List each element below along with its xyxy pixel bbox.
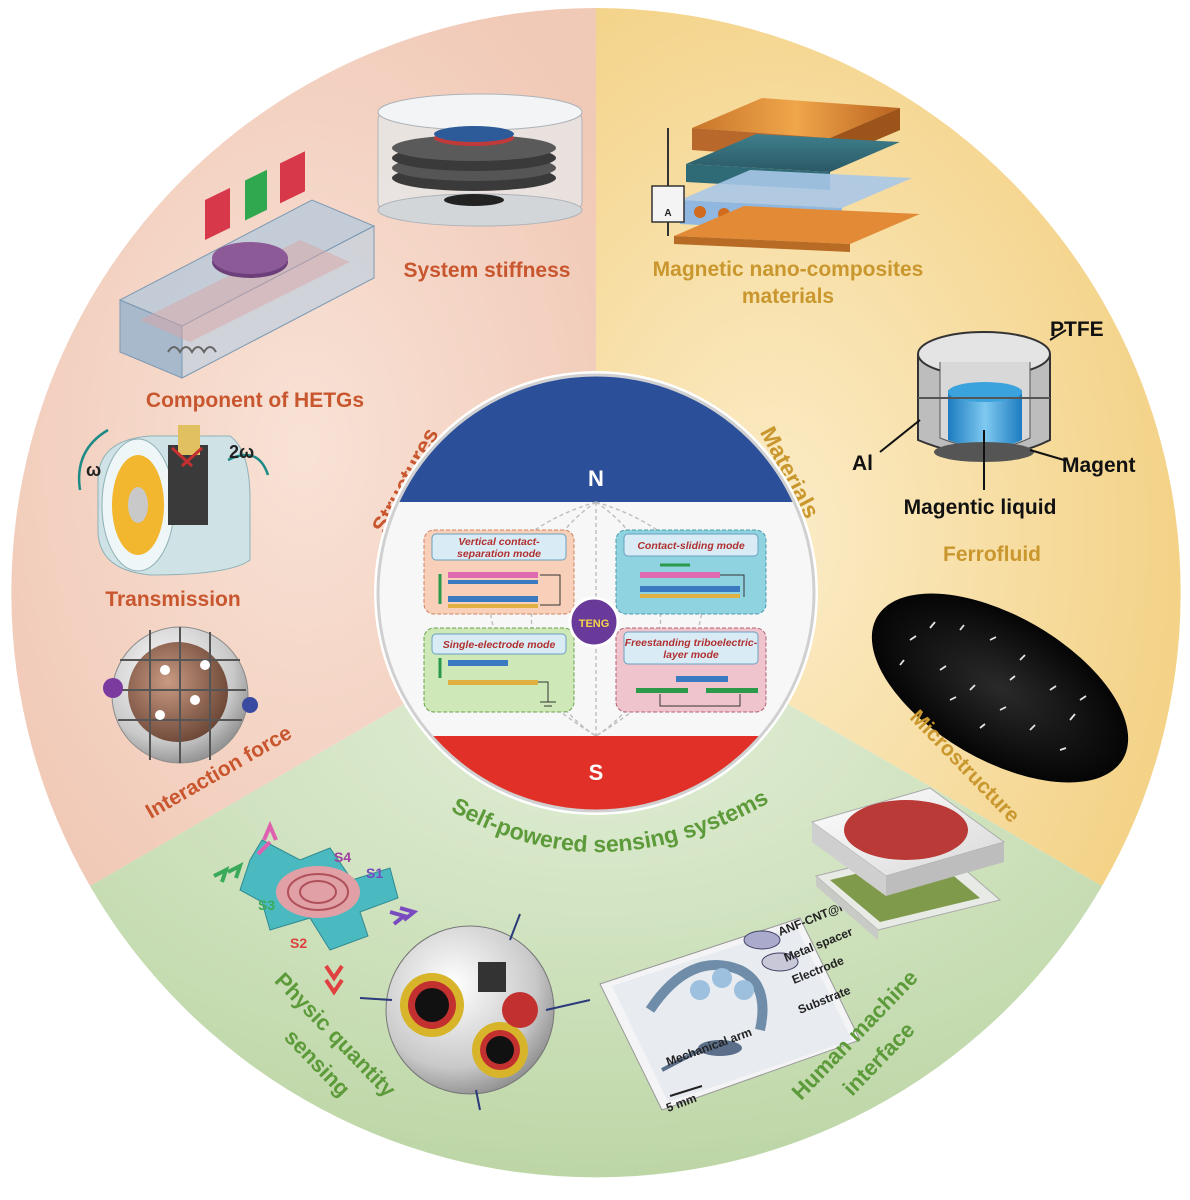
interaction-force-illustration [103, 626, 258, 764]
transmission-label: Transmission [105, 588, 240, 611]
ptfe-label: PTFE [1050, 318, 1104, 341]
transmission-illustration [97, 425, 251, 576]
two-omega-arrow [227, 453, 270, 476]
hmi-sensor-tiles [810, 787, 1006, 940]
magnetic-liquid-label: Magentic liquid [904, 496, 1057, 519]
ammeter-label: A [664, 208, 671, 219]
teng-hub-label: TENG [579, 618, 610, 630]
nano-composite-illustration [651, 98, 920, 252]
mode-freestanding-line1: Freestanding triboelectric- [625, 637, 758, 649]
mode-vertical-line1: Vertical contact- [458, 536, 540, 548]
physic-sensor-illustration [213, 820, 419, 996]
sphere-sensor-illustration [359, 913, 591, 1111]
omega-arrow [77, 428, 109, 491]
mode-sliding-label: Contact-sliding mode [637, 540, 744, 552]
s2-label: S2 [290, 935, 307, 951]
microstructure-illustration [871, 593, 1129, 783]
s1-label: S1 [366, 865, 383, 881]
system-stiffness-illustration [377, 93, 583, 227]
mode-vertical-line2: separation mode [457, 548, 541, 560]
nano-composite-label-line1: Magnetic nano-composites [653, 258, 924, 281]
hmi-photo-illustration [599, 917, 861, 1111]
teng-center [374, 371, 818, 815]
s3-label: S3 [258, 897, 275, 913]
s4-label: S4 [334, 849, 351, 865]
mode-single-label: Single-electrode mode [443, 639, 556, 651]
component-hetgs-label: Component of HETGs [146, 389, 364, 412]
system-stiffness-label: System stiffness [404, 259, 571, 282]
magent-label: Magent [1062, 454, 1136, 477]
two-omega-label: 2ω [229, 442, 254, 462]
teng-hub [568, 596, 620, 648]
component-hetgs-illustration [118, 151, 376, 379]
omega-label: ω [86, 460, 101, 480]
ferrofluid-label: Ferrofluid [943, 543, 1041, 566]
north-label: N [588, 466, 604, 491]
south-label: S [589, 760, 604, 785]
al-label: Al [852, 452, 873, 475]
nano-composite-label-line2: materials [742, 285, 834, 308]
ferrofluid-illustration [879, 329, 1067, 490]
mode-freestanding-line2: layer mode [663, 649, 719, 661]
